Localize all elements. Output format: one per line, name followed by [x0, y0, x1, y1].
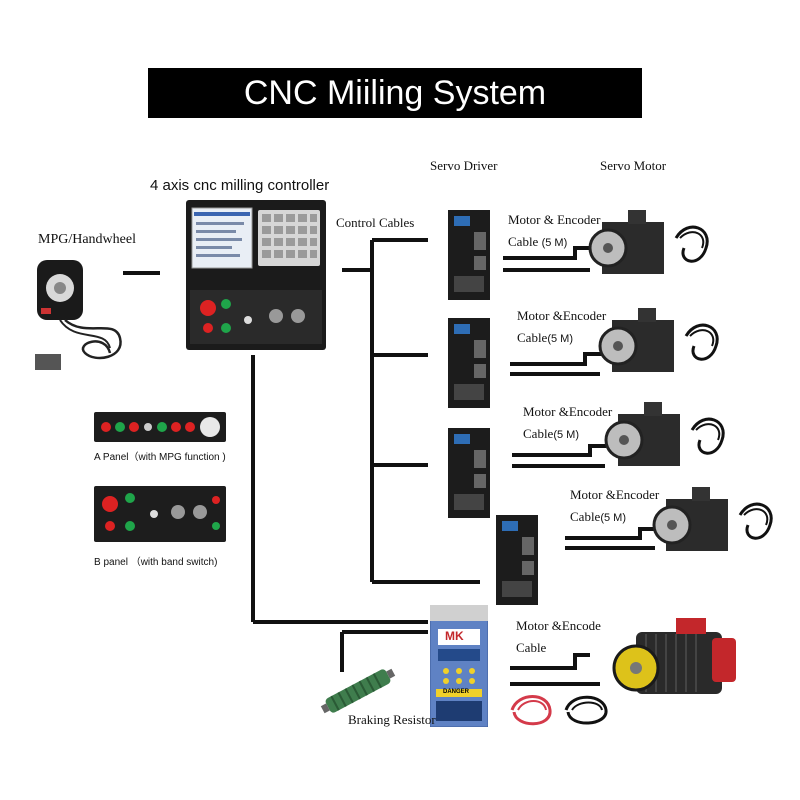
servo-motor-1-icon — [588, 210, 709, 274]
servo-driver-2-icon — [448, 318, 490, 408]
motor-cable-1-label: Motor & Encoder Cable (5 M) — [508, 212, 601, 249]
mpg-label: MPG/Handwheel — [38, 232, 136, 247]
spindle-driver-brand: MK — [445, 629, 464, 643]
cnc-controller-icon — [186, 200, 326, 350]
braking-resistor-label: Braking Resistor — [348, 712, 436, 727]
motor-cable-3-label: Motor &Encoder Cable(5 M) — [523, 404, 613, 441]
spindle-cable-label: Motor &Encode Cable — [516, 618, 601, 655]
servo-driver-1-icon — [448, 210, 490, 300]
controller-label: 4 axis cnc milling controller — [150, 177, 330, 194]
servo-motor-4-icon — [652, 487, 773, 551]
panel-a-label: A Panel（with MPG function ) — [94, 452, 226, 463]
motor-cable-4-label: Motor &Encoder Cable(5 M) — [570, 487, 660, 524]
spindle-motor-icon — [612, 618, 736, 694]
servo-driver-header: Servo Driver — [430, 158, 498, 173]
spindle-driver-icon — [430, 605, 488, 727]
motor-cable-2-label: Motor &Encoder Cable(5 M) — [517, 308, 607, 345]
panel-a-icon — [94, 412, 226, 442]
spindle-cables-icon — [510, 695, 608, 726]
servo-motor-2-icon — [598, 308, 719, 372]
mpg-handwheel-icon — [35, 260, 122, 370]
spindle-driver-warning: DANGER — [443, 689, 470, 695]
page-title: CNC Miiling System — [148, 68, 642, 118]
control-cables-label: Control Cables — [336, 215, 415, 230]
servo-motor-3-icon — [604, 402, 725, 466]
braking-resistor-icon — [320, 668, 396, 714]
panel-b-label: B panel （with band switch) — [94, 557, 218, 568]
servo-driver-4-icon — [496, 515, 538, 605]
servo-driver-3-icon — [448, 428, 490, 518]
panel-b-icon — [94, 486, 226, 542]
servo-motor-header: Servo Motor — [600, 158, 667, 173]
